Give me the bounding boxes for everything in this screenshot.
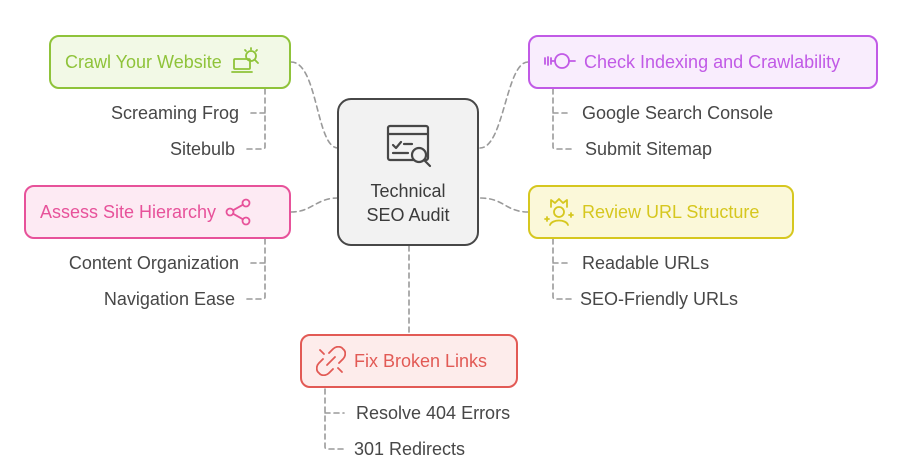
topic-indexing-label: Check Indexing and Crawlability <box>584 51 841 72</box>
leaf-readable-urls: Readable URLs <box>582 253 710 273</box>
connector-indexing <box>479 61 529 149</box>
topic-assess-site-hierarchy: Assess Site Hierarchy <box>24 185 291 239</box>
connector-links-leaves <box>324 388 345 450</box>
connector-url-leaves <box>552 238 572 300</box>
connector-crawl <box>290 61 339 149</box>
topic-links-label: Fix Broken Links <box>354 350 488 371</box>
connector-url <box>479 197 529 213</box>
topic-review-url-structure: Review URL Structure <box>528 185 794 239</box>
topic-check-indexing: Check Indexing and Crawlability <box>528 35 878 89</box>
leaf-submit-sitemap: Submit Sitemap <box>585 139 713 159</box>
magnifier-scan-icon <box>544 53 576 69</box>
leaf-screaming-frog: Screaming Frog <box>110 103 239 123</box>
topic-fix-broken-links: Fix Broken Links <box>300 334 518 388</box>
topic-url-label: Review URL Structure <box>582 201 760 222</box>
leaf-content-organization: Content Organization <box>68 253 239 273</box>
broken-link-icon <box>316 346 346 376</box>
leaf-google-search-console: Google Search Console <box>582 103 774 123</box>
laptop-search-icon <box>230 47 259 73</box>
topic-crawl-label: Crawl Your Website <box>65 51 222 72</box>
central-topic-line1: Technical <box>370 181 446 201</box>
connector-hierarchy <box>290 197 339 213</box>
leaf-resolve-404-errors: Resolve 404 Errors <box>356 403 511 423</box>
share-icon <box>225 198 251 226</box>
leaf-navigation-ease: Navigation Ease <box>103 289 235 309</box>
central-topic-node: Technical SEO Audit <box>337 98 479 246</box>
connector-indexing-leaves <box>552 88 575 150</box>
central-topic-line2: SEO Audit <box>366 205 450 225</box>
leaf-seo-friendly-urls: SEO-Friendly URLs <box>580 289 739 309</box>
topic-hierarchy-label: Assess Site Hierarchy <box>40 201 217 222</box>
leaf-sitebulb: Sitebulb <box>169 139 235 159</box>
connector-crawl-leaves <box>246 88 266 150</box>
crown-person-icon <box>544 198 574 226</box>
checklist-search-icon <box>386 124 432 168</box>
leaf-301-redirects: 301 Redirects <box>354 439 466 459</box>
connector-hierarchy-leaves <box>243 238 266 300</box>
topic-crawl-your-website: Crawl Your Website <box>49 35 291 89</box>
